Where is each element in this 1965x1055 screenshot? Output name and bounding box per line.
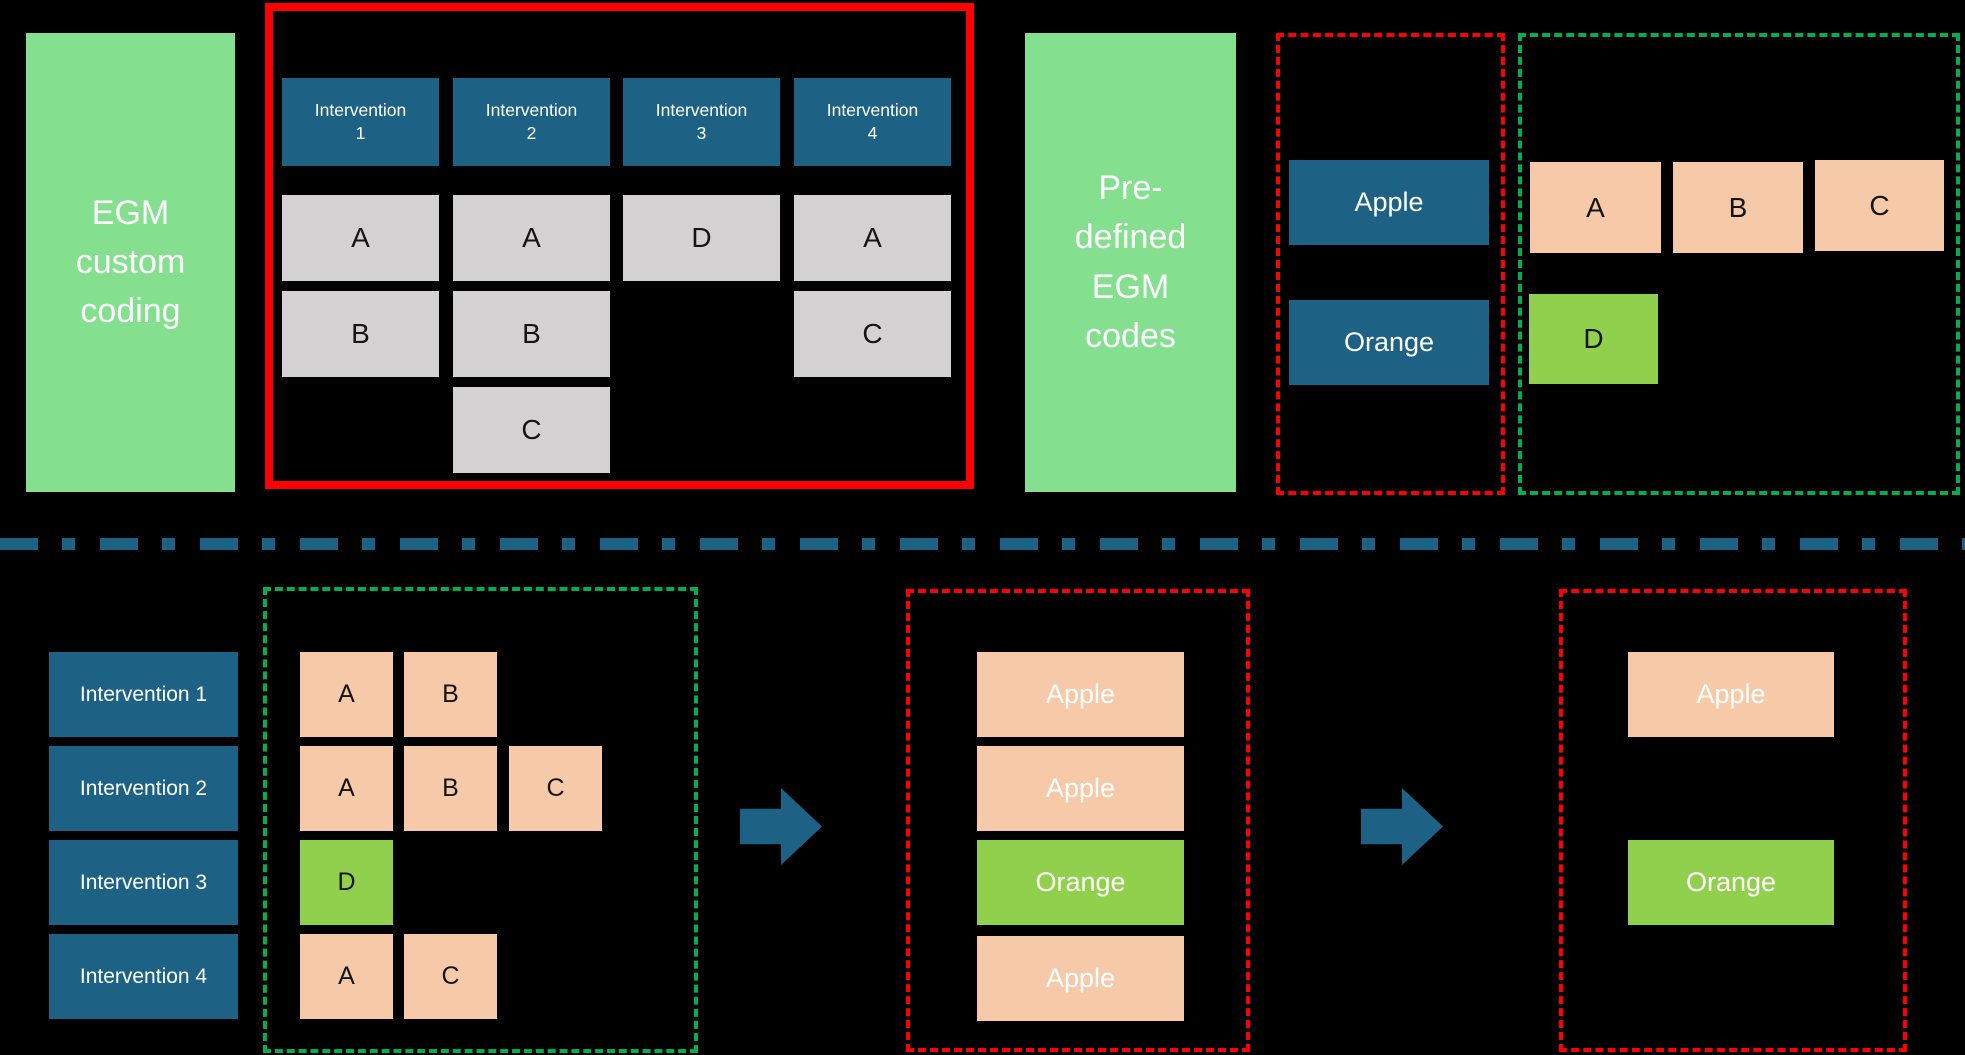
intervention-4-header: Intervention 4 — [794, 78, 951, 166]
section-divider-line — [0, 538, 1965, 550]
predefined-code-b: B — [1673, 162, 1803, 253]
mapped-fruits-group — [906, 589, 1250, 1052]
deduplicated-fruits-group — [1559, 589, 1907, 1052]
right-arrow-icon — [740, 788, 822, 865]
bottom-code-cell: B — [404, 746, 497, 831]
custom-code-cell: B — [453, 291, 610, 377]
predefined-code-d: D — [1529, 294, 1658, 384]
predefined-fruit-orange: Orange — [1289, 300, 1489, 385]
intervention-3-header: Intervention 3 — [623, 78, 780, 166]
predefined-code-c: C — [1815, 160, 1944, 251]
bottom-code-cell: A — [300, 652, 393, 737]
intervention-1-row-label: Intervention 1 — [49, 652, 238, 737]
bottom-code-cell: C — [404, 934, 497, 1019]
right-arrow-icon — [1361, 788, 1443, 865]
bottom-codes-group — [263, 587, 698, 1053]
intervention-2-header: Intervention 2 — [453, 78, 610, 166]
custom-code-cell: D — [623, 195, 780, 281]
predefined-fruits-group — [1276, 33, 1505, 495]
intervention-1-header: Intervention 1 — [282, 78, 439, 166]
egm-custom-coding-label: EGM custom coding — [26, 33, 235, 492]
mapped-fruit-orange: Orange — [977, 840, 1184, 925]
predefined-fruit-apple: Apple — [1289, 160, 1489, 245]
bottom-code-cell-d: D — [300, 840, 393, 925]
custom-code-cell: A — [453, 195, 610, 281]
intervention-4-row-label: Intervention 4 — [49, 934, 238, 1019]
bottom-code-cell: A — [300, 746, 393, 831]
custom-code-cell: A — [794, 195, 951, 281]
deduplicated-fruit-apple: Apple — [1628, 652, 1834, 737]
predefined-code-a: A — [1530, 162, 1661, 253]
custom-code-cell: A — [282, 195, 439, 281]
custom-code-cell: B — [282, 291, 439, 377]
predefined-egm-codes-label: Pre-defined EGM codes — [1025, 33, 1236, 492]
mapped-fruit: Apple — [977, 936, 1184, 1021]
mapped-fruit: Apple — [977, 746, 1184, 831]
predefined-codes-group — [1518, 33, 1960, 495]
custom-code-cell: C — [453, 387, 610, 473]
custom-code-cell: C — [794, 291, 951, 377]
mapped-fruit: Apple — [977, 652, 1184, 737]
custom-coding-highlight-box — [265, 3, 974, 489]
bottom-code-cell: C — [509, 746, 602, 831]
intervention-2-row-label: Intervention 2 — [49, 746, 238, 831]
deduplicated-fruit-orange: Orange — [1628, 840, 1834, 925]
bottom-code-cell: A — [300, 934, 393, 1019]
intervention-3-row-label: Intervention 3 — [49, 840, 238, 925]
bottom-code-cell: B — [404, 652, 497, 737]
